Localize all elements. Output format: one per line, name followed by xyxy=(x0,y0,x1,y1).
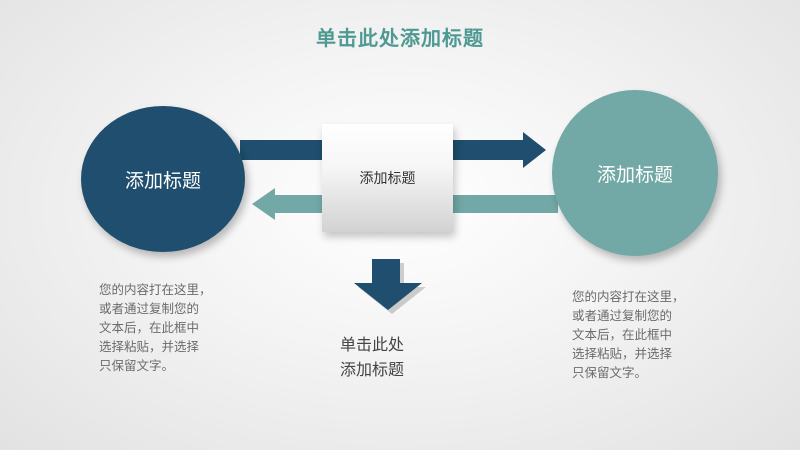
center-box[interactable]: 添加标题 xyxy=(322,124,453,232)
left-circle-label: 添加标题 xyxy=(124,169,201,192)
left-circle[interactable]: 添加标题 xyxy=(81,106,245,252)
right-description[interactable]: 您的内容打在这里， 或者通过复制您的 文本后，在此框中 选择粘贴，并选择 只保留… xyxy=(572,289,685,380)
right-circle-label: 添加标题 xyxy=(596,163,673,186)
left-description[interactable]: 您的内容打在这里， 或者通过复制您的 文本后，在此框中 选择粘贴，并选择 只保留… xyxy=(99,282,212,373)
center-subtitle[interactable]: 单击此处 添加标题 xyxy=(340,335,405,379)
center-box-label: 添加标题 xyxy=(359,171,416,187)
slide-title[interactable]: 单击此处添加标题 xyxy=(316,26,484,50)
right-circle[interactable]: 添加标题 xyxy=(552,90,718,256)
down-arrow xyxy=(354,259,422,310)
